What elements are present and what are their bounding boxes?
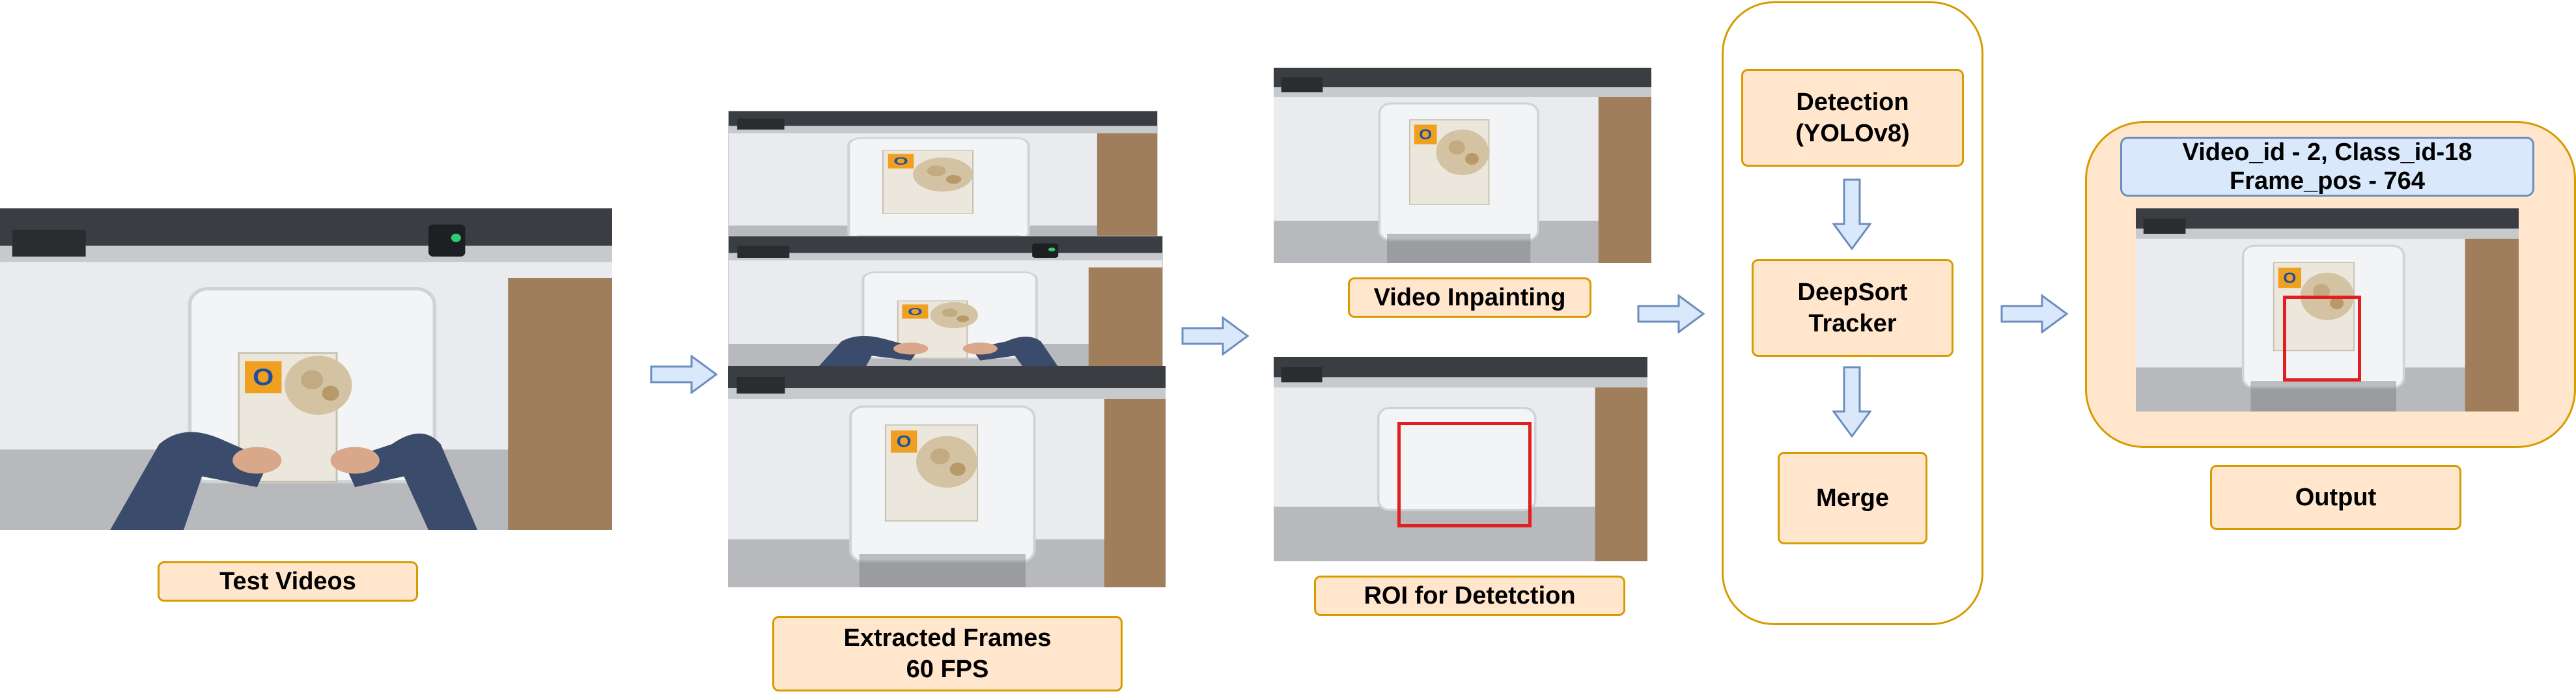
- detection-text: Detection: [1796, 89, 1909, 116]
- arrow-down-icon: [1832, 178, 1871, 250]
- detection-bounding-box: [2283, 296, 2361, 382]
- output-info-line1: Video_id - 2, Class_id-18: [2182, 139, 2472, 166]
- roi-bounding-box: [1397, 422, 1532, 527]
- test-video-frame: [0, 208, 612, 530]
- detection-node: Detection (YOLOv8): [1741, 69, 1964, 167]
- tracker-text-2: Tracker: [1808, 310, 1897, 337]
- test-videos-text: Test Videos: [219, 568, 356, 595]
- arrow-right-icon: [1181, 316, 1249, 356]
- output-text: Output: [2295, 484, 2377, 511]
- extracted-frame-2: [728, 236, 1163, 380]
- test-videos-label: Test Videos: [158, 561, 418, 602]
- yolo-text: (YOLOv8): [1795, 120, 1910, 147]
- merge-node: Merge: [1778, 452, 1927, 544]
- extracted-frame-3: [728, 366, 1166, 587]
- arrow-down-icon: [1832, 366, 1871, 438]
- arrow-right-icon: [1637, 294, 1705, 333]
- arrow-right-icon: [650, 355, 718, 394]
- merge-text: Merge: [1816, 484, 1889, 512]
- roi-label: ROI for Detetction: [1314, 576, 1625, 616]
- output-info-line2: Frame_pos - 764: [2230, 167, 2425, 195]
- extracted-frames-label: Extracted Frames 60 FPS: [772, 616, 1123, 691]
- output-label: Output: [2210, 465, 2461, 530]
- video-inpainting-text: Video Inpainting: [1373, 284, 1566, 311]
- tracker-node: DeepSort Tracker: [1752, 259, 1953, 357]
- fps-text: 60 FPS: [906, 656, 989, 683]
- video-inpainting-label: Video Inpainting: [1348, 277, 1591, 318]
- tracker-text-1: DeepSort: [1797, 279, 1908, 306]
- inpainted-frame: [1274, 68, 1651, 263]
- extracted-frames-text: Extracted Frames: [843, 624, 1052, 652]
- output-info-box: Video_id - 2, Class_id-18 Frame_pos - 76…: [2120, 137, 2534, 197]
- roi-text: ROI for Detetction: [1364, 582, 1576, 609]
- arrow-right-icon: [2000, 294, 2068, 333]
